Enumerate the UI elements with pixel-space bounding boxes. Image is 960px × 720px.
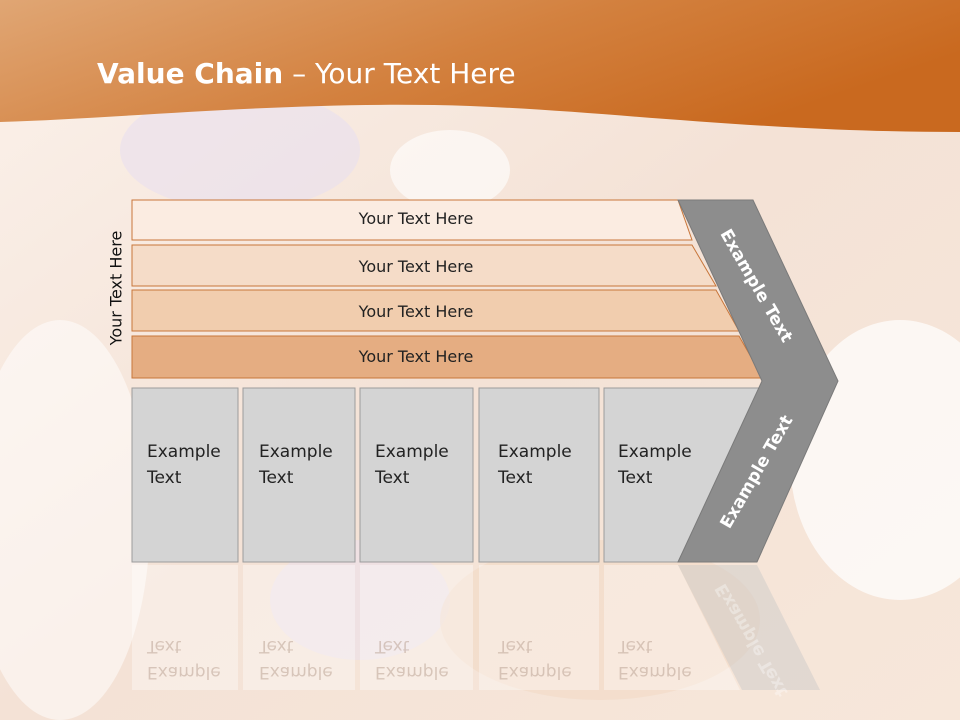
box-3 [359, 387, 474, 563]
box-4-text: Example Text [498, 442, 572, 488]
box-2-reflection-shape [243, 565, 355, 690]
box-1 [131, 387, 239, 563]
box-2-text: Example Text [259, 442, 333, 488]
box-2 [242, 387, 356, 563]
box-5-text: Example Text [618, 442, 692, 488]
box-5-reflection: Example Text [618, 636, 692, 682]
box-1-reflection-shape [132, 565, 238, 690]
box-5-reflection-shape [604, 565, 740, 690]
title-bold: Value Chain [97, 57, 284, 90]
row-bar-2 [131, 244, 717, 287]
row-4-text: Your Text Here [358, 347, 474, 366]
row-bar-1 [131, 199, 693, 241]
box-4-reflection: Example Text [498, 636, 572, 682]
title-rest: – Your Text Here [283, 57, 516, 90]
box-3-reflection-shape [360, 565, 473, 690]
box-1-reflection: Example Text [147, 636, 221, 682]
box-4-reflection-shape [479, 565, 599, 690]
box-2-reflection: Example Text [259, 636, 333, 682]
box-1-text: Example Text [147, 442, 221, 488]
side-label: Your Text Here [106, 230, 126, 346]
row-3-text: Your Text Here [358, 302, 474, 321]
box-4 [478, 387, 600, 563]
chevron-reflection-shape [678, 565, 820, 690]
chevron-arrow [677, 199, 839, 563]
box-3-text: Example Text [375, 442, 449, 488]
row-2-text: Your Text Here [358, 257, 474, 276]
slide-title: Value Chain – Your Text Here [97, 54, 516, 94]
box-3-reflection: Example Text [375, 636, 449, 682]
row-1-text: Your Text Here [358, 209, 474, 228]
